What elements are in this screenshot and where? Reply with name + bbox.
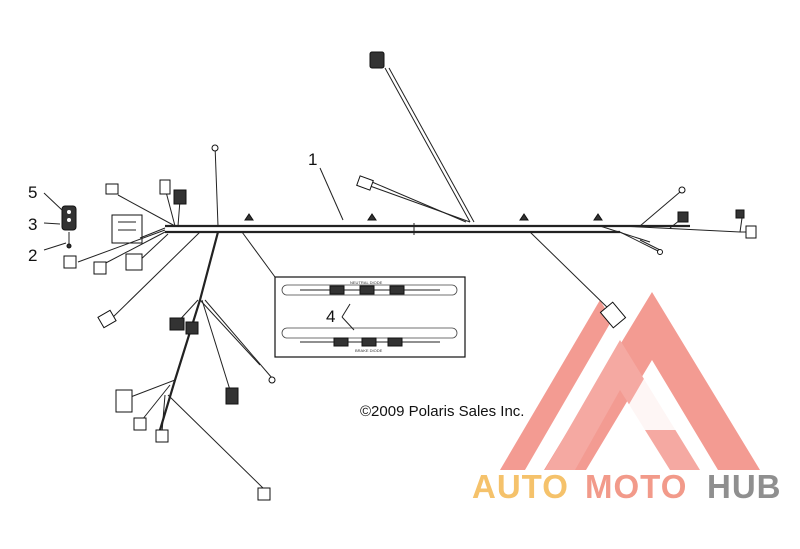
watermark-text: AUTO MOTO HUB <box>472 468 782 505</box>
brake-diode-label: BRAKE DIODE <box>355 348 383 353</box>
copyright-text: ©2009 Polaris Sales Inc. <box>360 403 524 420</box>
callout-4: 4 <box>326 307 335 326</box>
callout-3: 3 <box>28 215 37 234</box>
neutral-diode-label: NEUTRAL DIODE <box>350 280 383 285</box>
lower-branch <box>115 231 276 501</box>
left-hub-branches <box>63 144 219 329</box>
callout-leaders <box>43 167 344 251</box>
diode-inset: NEUTRAL DIODE BRAKE DIODE <box>241 231 466 358</box>
callout-5: 5 <box>28 183 37 202</box>
upper-branch <box>356 51 475 223</box>
right-branches <box>529 186 757 329</box>
callout-1: 1 <box>308 150 317 169</box>
callout-2: 2 <box>28 246 37 265</box>
main-harness-trunk <box>165 213 752 253</box>
watermark-part2: MOTO <box>585 468 687 505</box>
watermark-part3: HUB <box>707 468 782 505</box>
watermark-part1: AUTO <box>472 468 569 505</box>
watermark-logo <box>500 292 760 470</box>
grommet-assembly <box>61 205 77 249</box>
